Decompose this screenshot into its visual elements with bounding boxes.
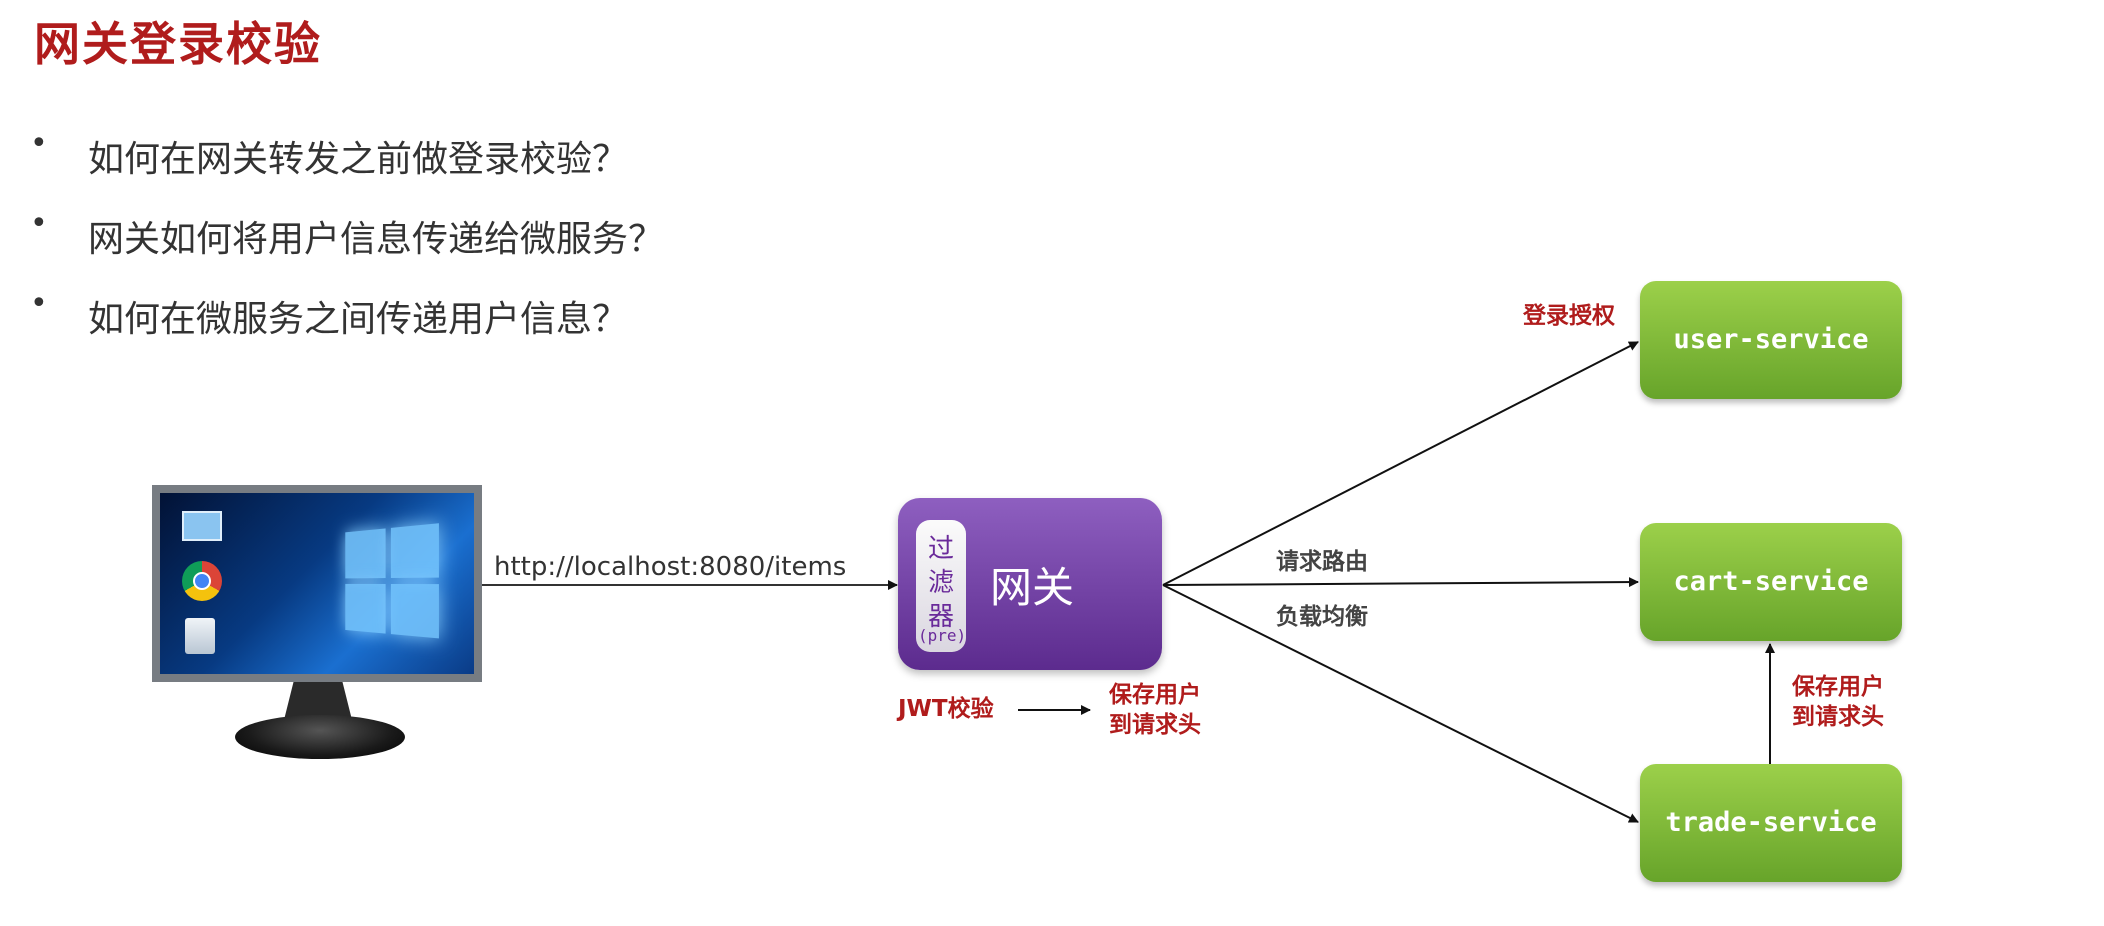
jwt-note: JWT校验 <box>898 694 994 724</box>
route-arrow-cart <box>1163 582 1638 585</box>
user-service-box: user-service <box>1640 281 1902 399</box>
gateway-box: 过滤器 (pre) 网关 <box>898 498 1162 670</box>
filter-box: 过滤器 (pre) <box>916 520 966 652</box>
route-note: 请求路由 <box>1276 542 1368 576</box>
trade-service-box: trade-service <box>1640 764 1902 882</box>
route-arrow-user <box>1163 342 1638 585</box>
request-url: http://localhost:8080/items <box>494 552 846 582</box>
filter-label: 过滤器 <box>928 532 956 634</box>
save-user-note-2: 保存用户 到请求头 <box>1792 672 1884 732</box>
cart-service-box: cart-service <box>1640 523 1902 641</box>
route-arrow-trade <box>1163 585 1638 822</box>
gateway-label: 网关 <box>990 554 1074 615</box>
filter-sublabel: (pre) <box>918 626 964 645</box>
save-user-note: 保存用户 到请求头 <box>1109 680 1201 740</box>
balance-note: 负载均衡 <box>1276 597 1368 631</box>
login-auth-note: 登录授权 <box>1523 301 1615 331</box>
